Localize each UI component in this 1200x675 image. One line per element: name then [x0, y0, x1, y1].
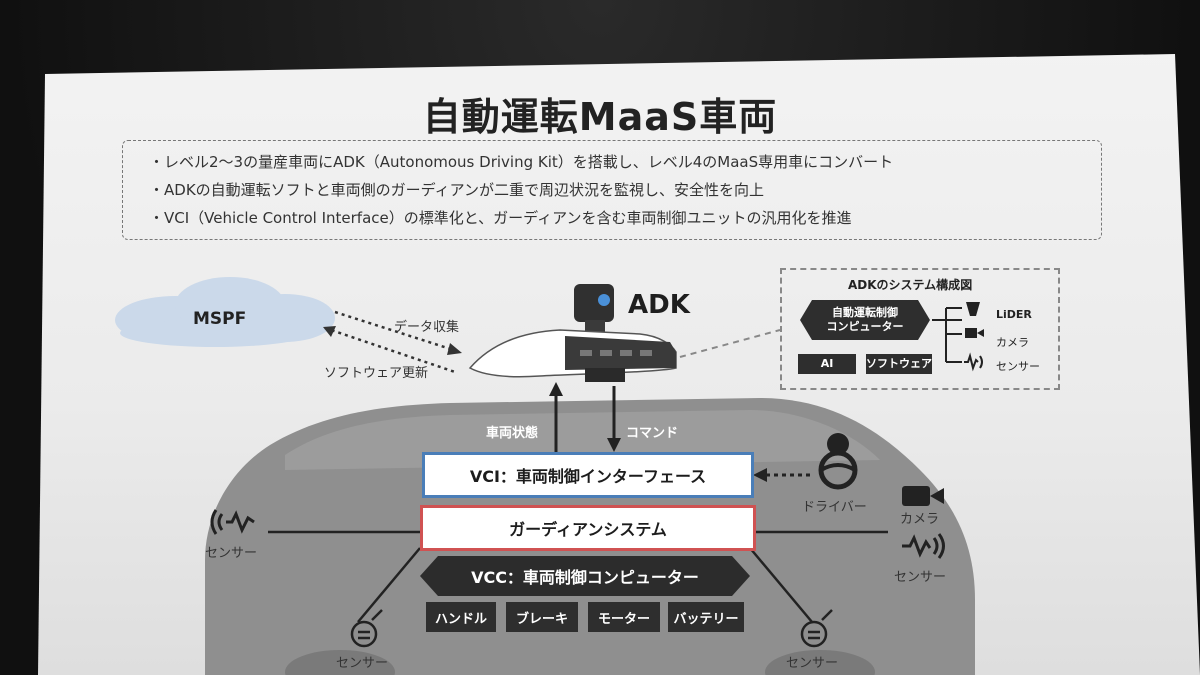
part-brake: ブレーキ	[506, 602, 578, 632]
part-battery: バッテリー	[668, 602, 744, 632]
front-left-wheel	[285, 650, 395, 675]
adk-system-box: ADKのシステム構成図 自動運転制御 コンピューター AI ソフトウェア	[780, 268, 1060, 390]
adk-software-block: ソフトウェア	[866, 354, 932, 374]
camera-right-label: カメラ	[900, 512, 940, 527]
command-label: コマンド	[626, 426, 679, 441]
vcc-bar: VCC：車両制御コンピューター	[420, 556, 750, 596]
sensor-bottom-right-label: センサー	[786, 656, 839, 671]
vehicle-state-label: 車両状態	[486, 426, 539, 441]
bullet-2: ADKの自動運転ソフトと車両側のガーディアンが二重で周辺状況を監視し、安全性を向…	[149, 179, 764, 200]
sensor-bottom-left-icon	[350, 609, 383, 648]
vci-bar: VCI：車両制御インターフェース	[422, 452, 754, 498]
sensor-right-label: センサー	[894, 570, 947, 585]
bullet-1: レベル2～3の量産車両にADK（Autonomous Driving Kit）を…	[149, 151, 893, 172]
sensor-right-icon	[902, 533, 945, 559]
cloud-icon	[115, 277, 335, 347]
part-motor: モーター	[588, 602, 660, 632]
adk-ai-block: AI	[798, 354, 856, 374]
sensor-left-label: センサー	[205, 546, 258, 561]
mini-sensor-icon	[964, 352, 983, 372]
mspf-label: MSPF	[193, 309, 247, 329]
adk-computer-line2: コンピューター	[826, 320, 904, 333]
software-update-label: ソフトウェア更新	[324, 366, 429, 381]
adk-computer-block: 自動運転制御 コンピューター	[800, 300, 930, 340]
adk-system-connectors	[932, 302, 984, 372]
adk-device-icon	[468, 284, 677, 382]
adk-label: ADK	[628, 290, 690, 320]
bullet-3: VCI（Vehicle Control Interface）の標準化と、ガーディ…	[149, 207, 851, 228]
driver-icon	[818, 433, 858, 490]
driver-label: ドライバー	[802, 500, 867, 515]
lidar-icon	[966, 302, 980, 316]
slide-title: 自動運転MaaS車両	[422, 95, 778, 139]
front-right-wheel	[765, 650, 875, 675]
adk-sensor-label: センサー	[996, 360, 1040, 373]
adk-camera-label: カメラ	[996, 336, 1029, 349]
camera-icon	[902, 486, 944, 506]
sensor-left-icon	[210, 509, 255, 535]
sensor-bottom-right-icon	[800, 609, 833, 648]
sensor-bottom-left-label: センサー	[336, 656, 389, 671]
part-handle: ハンドル	[426, 602, 496, 632]
data-collection-label: データ収集	[394, 320, 460, 335]
adk-lidar-label: LiDER	[996, 308, 1032, 321]
mini-camera-icon	[965, 328, 984, 338]
summary-box: レベル2～3の量産車両にADK（Autonomous Driving Kit）を…	[122, 140, 1102, 240]
adk-system-title: ADKのシステム構成図	[848, 278, 973, 292]
guardian-bar: ガーディアンシステム	[420, 505, 756, 551]
adk-computer-line1: 自動運転制御	[832, 306, 898, 320]
